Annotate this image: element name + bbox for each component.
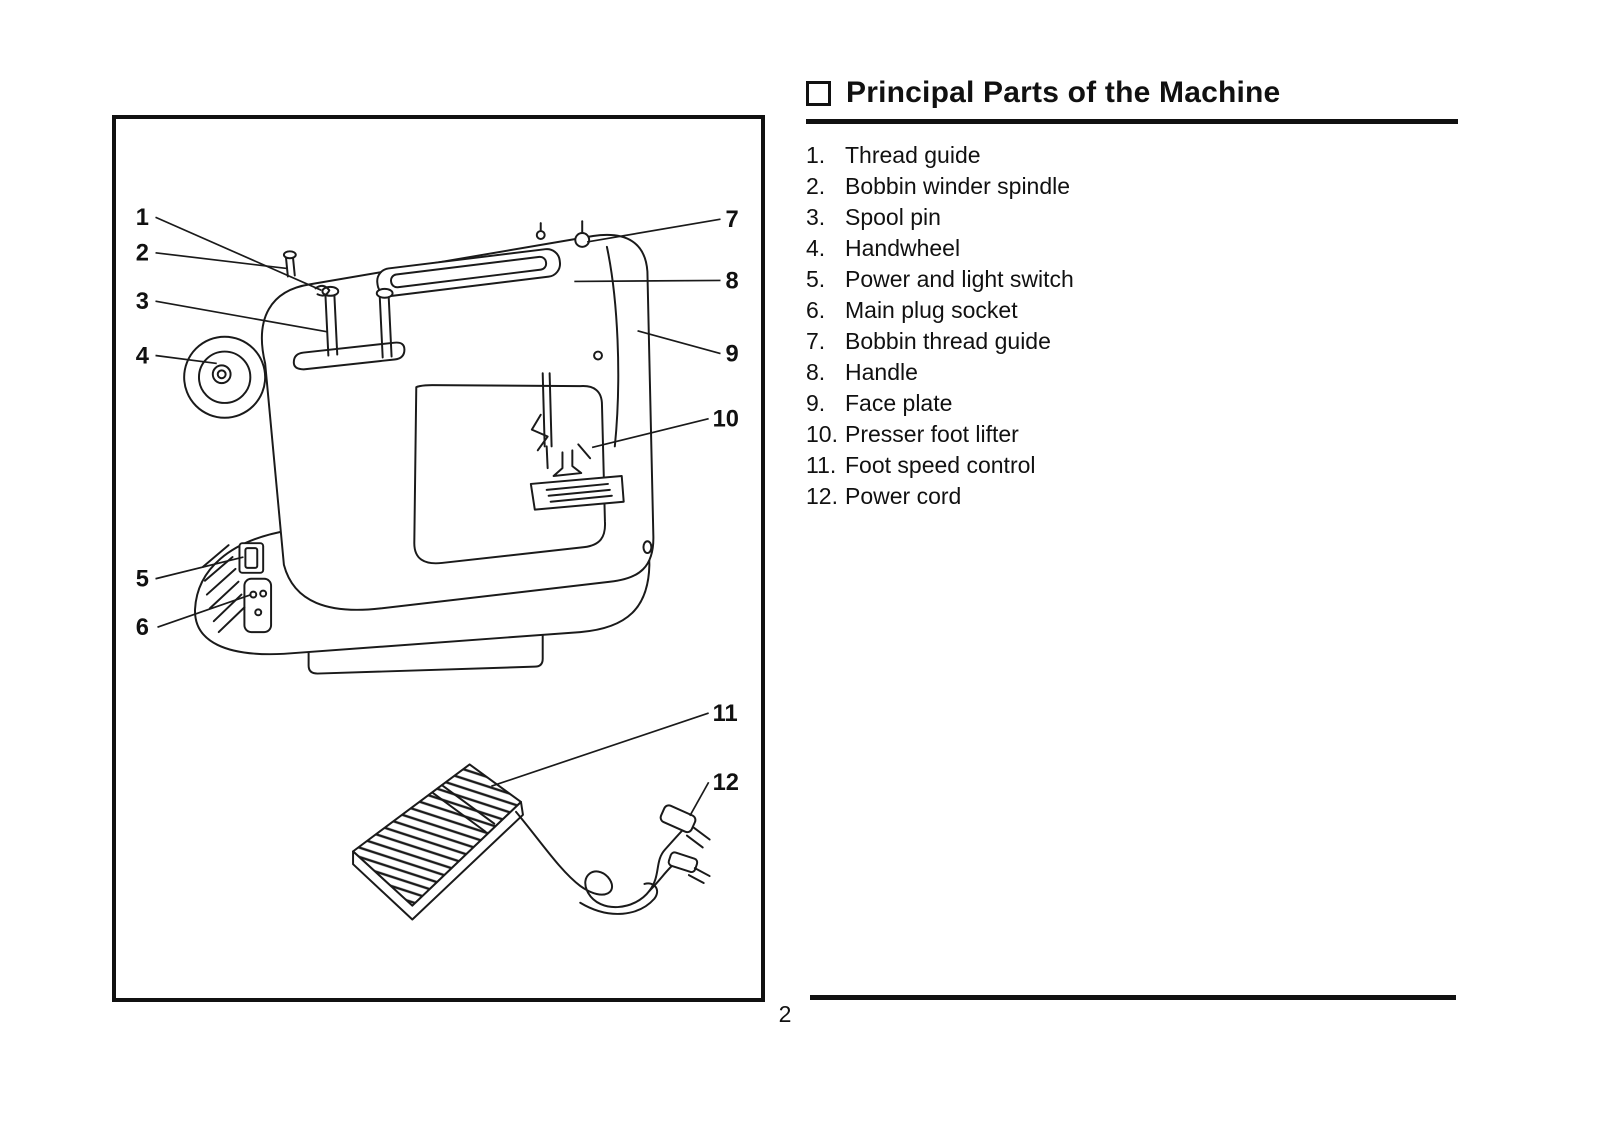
callout-10: 10 [713, 407, 739, 433]
handle [376, 248, 562, 297]
leader-5 [155, 556, 244, 580]
item-label: Presser foot lifter [845, 421, 1019, 447]
leader-1 [155, 216, 322, 292]
list-item: 6. Main plug socket [806, 295, 1458, 326]
title-row: Principal Parts of the Machine [806, 76, 1458, 110]
callout-9: 9 [725, 341, 738, 367]
face-plate [593, 245, 620, 448]
item-label: Bobbin thread guide [845, 328, 1051, 354]
item-number: 2. [806, 173, 826, 199]
list-item: 12. Power cord [806, 481, 1458, 512]
item-number: 9. [806, 390, 826, 416]
item-number: 3. [806, 204, 826, 230]
item-number: 11. [806, 452, 837, 478]
checkbox-icon [806, 81, 831, 106]
list-item: 11. Foot speed control [806, 450, 1458, 481]
leader-11 [491, 712, 709, 787]
callout-5: 5 [136, 567, 149, 593]
list-item: 10. Presser foot lifter [806, 419, 1458, 450]
list-item: 2. Bobbin winder spindle [806, 171, 1458, 202]
item-label: Handle [845, 359, 918, 385]
item-number: 1. [806, 142, 826, 168]
callout-2: 2 [136, 241, 149, 267]
item-number: 8. [806, 359, 826, 385]
spool-pins [292, 285, 406, 371]
callout-11: 11 [713, 701, 738, 727]
callout-12: 12 [713, 770, 739, 796]
needle-assembly [530, 372, 592, 478]
item-label: Main plug socket [845, 297, 1018, 323]
item-label: Power and light switch [845, 266, 1074, 292]
leader-10 [591, 417, 709, 449]
leader-4 [155, 354, 217, 365]
list-item: 7. Bobbin thread guide [806, 326, 1458, 357]
leader-6 [157, 593, 252, 628]
bobbin-winder-spindle [282, 250, 297, 278]
item-number: 7. [806, 328, 826, 354]
parts-panel: Principal Parts of the Machine 1. Thread… [806, 76, 1458, 512]
leader-lines [155, 216, 721, 817]
item-label: Foot speed control [845, 452, 1036, 478]
list-item: 5. Power and light switch [806, 264, 1458, 295]
item-number: 4. [806, 235, 826, 261]
callout-8: 8 [725, 268, 738, 294]
arm-opening [413, 384, 606, 565]
callout-6: 6 [136, 615, 149, 641]
handwheel [183, 335, 267, 419]
thread-guide [314, 284, 331, 297]
list-item: 9. Face plate [806, 388, 1458, 419]
parts-list: 1. Thread guide 2. Bobbin winder spindle… [806, 140, 1458, 512]
item-label: Spool pin [845, 204, 941, 230]
sewing-machine-diagram: 1 2 3 4 5 6 7 8 9 10 11 12 [136, 205, 739, 921]
power-cord [515, 810, 688, 915]
page-title: Principal Parts of the Machine [846, 76, 1281, 109]
leader-3 [155, 300, 328, 333]
item-label: Power cord [845, 483, 962, 509]
callout-4: 4 [136, 343, 150, 369]
item-number: 6. [806, 297, 826, 323]
list-item: 8. Handle [806, 357, 1458, 388]
list-item: 4. Handwheel [806, 233, 1458, 264]
bobbin-thread-guide [535, 220, 591, 248]
diagram-box: 1 2 3 4 5 6 7 8 9 10 11 12 [112, 115, 765, 1002]
leader-2 [155, 251, 288, 270]
needle-plate [529, 475, 625, 511]
list-item: 1. Thread guide [806, 140, 1458, 171]
item-number: 5. [806, 266, 826, 292]
page-number: 2 [778, 1001, 792, 1027]
item-number: 10. [806, 421, 838, 447]
callout-numbers: 1 2 3 4 5 6 7 8 9 10 11 12 [136, 205, 739, 796]
bed-screw [642, 540, 653, 555]
plug-socket [243, 577, 273, 634]
item-label: Handwheel [845, 235, 961, 261]
callout-7: 7 [725, 207, 738, 233]
leader-9 [637, 330, 721, 355]
footer-rule [810, 995, 1456, 1000]
leader-12 [689, 781, 710, 817]
item-label: Bobbin winder spindle [845, 173, 1071, 199]
presser-foot [552, 449, 583, 478]
foot-pedal [352, 763, 524, 921]
item-number: 12. [806, 483, 838, 509]
item-label: Thread guide [845, 142, 981, 168]
list-item: 3. Spool pin [806, 202, 1458, 233]
power-plug [659, 804, 711, 884]
title-rule [806, 119, 1458, 124]
leader-7 [587, 218, 721, 243]
callout-1: 1 [136, 205, 149, 231]
presser-foot-lifter [577, 443, 592, 460]
power-switch [238, 542, 265, 574]
callout-3: 3 [136, 289, 149, 315]
leader-8 [574, 279, 721, 283]
item-label: Face plate [845, 390, 953, 416]
